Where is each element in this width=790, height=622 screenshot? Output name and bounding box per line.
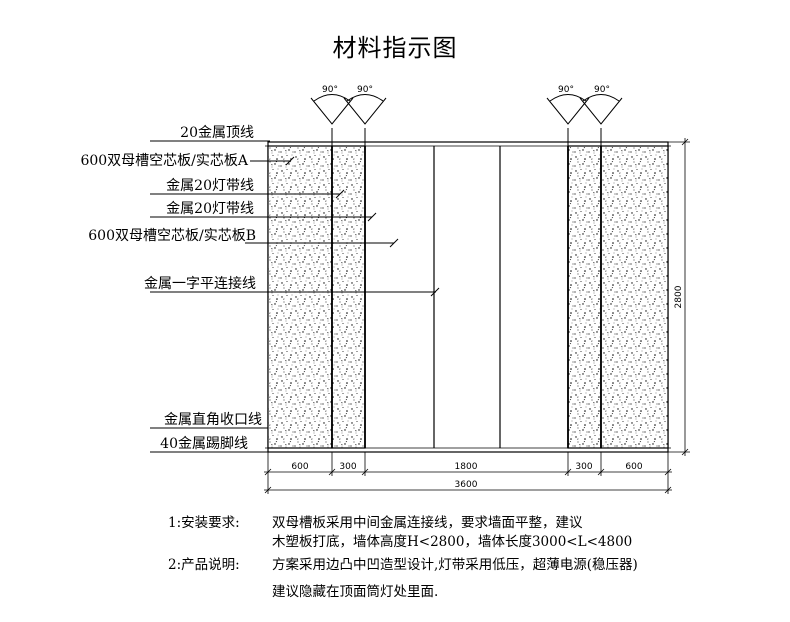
callout-top-trim: 20金属顶线 <box>180 125 254 141</box>
callout-corner-trim: 金属直角收口线 <box>164 411 262 428</box>
dim-600-left: 600 <box>291 462 308 472</box>
dim-height: 2800 <box>674 285 684 308</box>
callout-flat-connector: 金属一字平连接线 <box>144 275 256 292</box>
center-panels <box>331 146 602 448</box>
page-title: 材料指示图 <box>332 34 458 62</box>
panel-a-left <box>267 145 333 449</box>
callout-skirting: 40金属踢脚线 <box>160 436 248 452</box>
dim-600-right: 600 <box>625 462 642 472</box>
panel-b-left <box>331 145 366 449</box>
note-2-prefix: 2:产品说明: <box>168 557 240 573</box>
note-1-prefix: 1:安装要求: <box>168 515 240 531</box>
angle-label-1: 90° <box>322 85 338 95</box>
panel-a-right <box>600 145 669 449</box>
dim-1800: 1800 <box>455 462 478 472</box>
textured-panels <box>267 145 669 449</box>
note-1-line-2: 木塑板打底，墙体高度H<2800，墙体长度3000<L<4800 <box>272 534 633 550</box>
angle-label-3: 90° <box>558 85 574 95</box>
dim-total: 3600 <box>455 480 478 490</box>
callout-labels: 20金属顶线 600双母槽空芯板/实芯板A 金属20灯带线 金属20灯带线 60… <box>80 125 262 452</box>
angle-markers <box>310 94 623 146</box>
panel-b-right <box>567 145 602 449</box>
callout-leaders <box>150 140 440 453</box>
note-2-line-1: 方案采用边凸中凹造型设计,灯带采用低压，超薄电源(稳压器) <box>272 557 638 573</box>
angle-label-2: 90° <box>357 85 373 95</box>
callout-light-strip-2: 金属20灯带线 <box>166 201 254 217</box>
note-2-line-2: 建议隐藏在顶面筒灯处里面. <box>272 584 439 600</box>
horizontal-dimensions <box>264 452 672 494</box>
callout-light-strip-1: 金属20灯带线 <box>166 178 254 194</box>
dim-300-left: 300 <box>339 462 356 472</box>
callout-panel-b: 600双母槽空芯板/实芯板B <box>88 228 256 244</box>
note-1-line-1: 双母槽板采用中间金属连接线，要求墙面平整，建议 <box>272 515 583 531</box>
angle-label-4: 90° <box>594 85 610 95</box>
dim-300-right: 300 <box>575 462 592 472</box>
vertical-dimension <box>668 138 690 456</box>
callout-panel-a: 600双母槽空芯板/实芯板A <box>80 153 248 169</box>
